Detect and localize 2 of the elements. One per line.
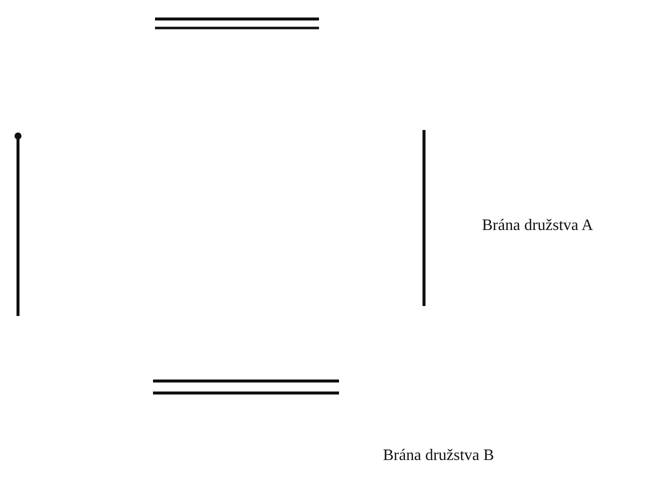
- goal-label: Brána družstva A: [482, 216, 594, 236]
- goal-label: Brána družstva B: [383, 446, 494, 466]
